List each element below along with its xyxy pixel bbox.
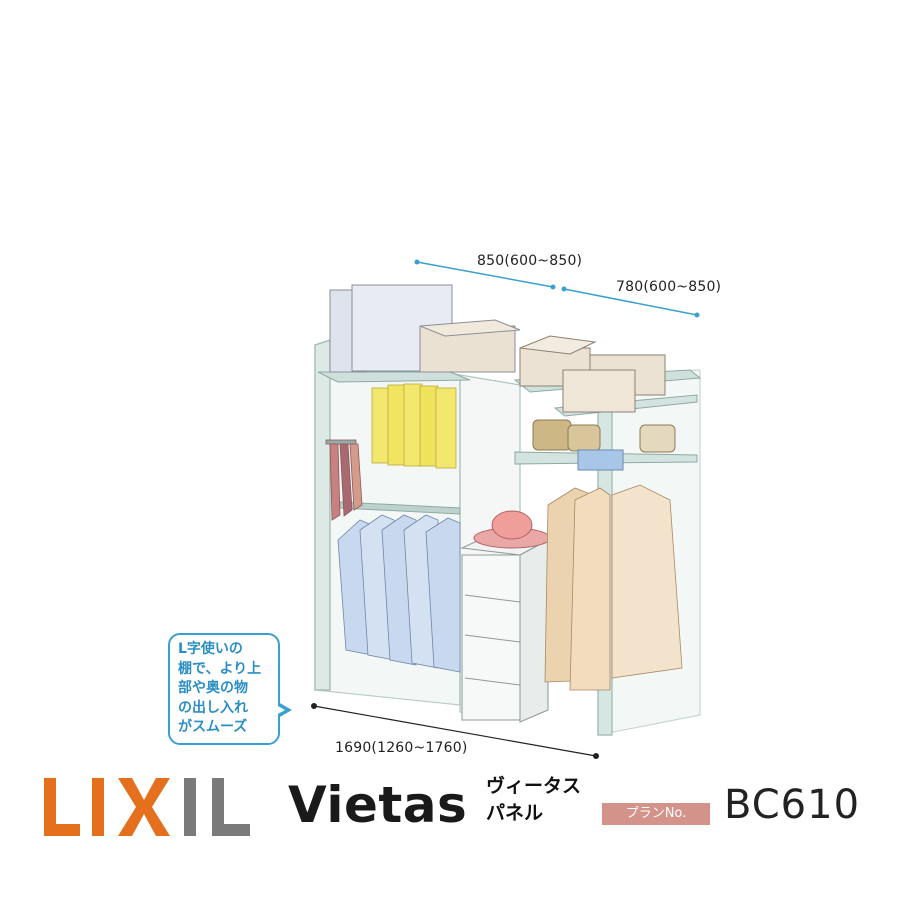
hat: [473, 510, 551, 549]
yellow-shirts: [371, 383, 457, 469]
lixil-logo: [44, 778, 250, 836]
depth-right-dimension: 780(600~850): [616, 279, 722, 295]
boxes-right: [519, 335, 666, 413]
depth-left-dimension: 850(600~850): [477, 253, 583, 269]
product-name-line-2: パネル: [486, 802, 544, 824]
plan-number: BC610: [724, 782, 861, 828]
callout-line-5: がスムーズ: [178, 719, 248, 735]
callout-line-2: 棚で、より上: [178, 660, 262, 677]
coats: [544, 484, 683, 691]
callout-tail-inner: [276, 705, 285, 715]
product-name-line-1: ヴィータス: [486, 775, 582, 797]
plan-label-badge: プランNo.: [602, 803, 710, 825]
callout-line-3: 部や奥の物: [178, 680, 248, 696]
blue-shirts: [337, 514, 461, 673]
handbags: [532, 419, 676, 471]
dimension-lines: [311, 259, 700, 759]
product-name: ヴィータス パネル: [486, 773, 581, 827]
width-dimension: 1690(1260~1760): [335, 740, 468, 756]
storage-cases: [329, 284, 521, 373]
brand-name: Vietas: [288, 776, 468, 834]
feature-callout: L字使いの 棚で、より上 部や奥の物 の出し入れ がスムーズ: [168, 633, 280, 745]
callout-line-4: の出し入れ: [178, 699, 248, 716]
drawer-unit: [460, 534, 550, 723]
callout-line-1: L字使いの: [178, 641, 243, 657]
ties-rack: [325, 439, 363, 521]
